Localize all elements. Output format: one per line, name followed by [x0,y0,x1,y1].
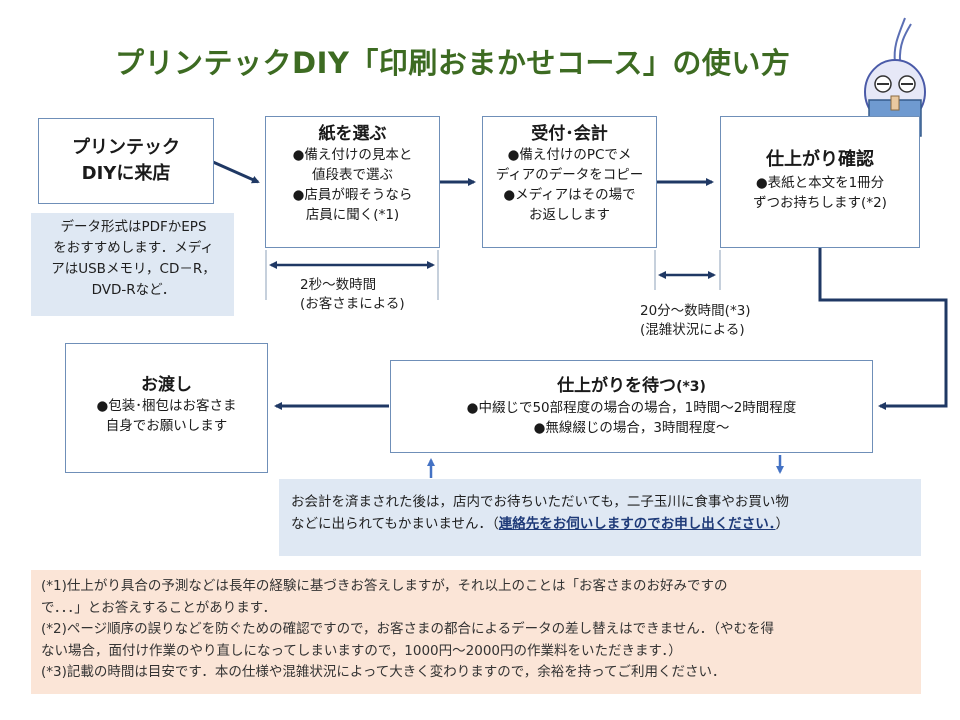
data-format-note: データ形式はPDFかEPS をおすすめします．メディ アはUSBメモリ，CD－R… [31,213,234,316]
duration-line: 20分～数時間(*3) [640,303,751,319]
note-line: データ形式はPDFかEPS [60,219,207,235]
duration-guide [265,250,721,300]
footnote-line: (*1)仕上がり具合の予測などは長年の経験に基づきお答えしますが，それ以上のこと… [41,578,728,594]
step-handover-box: お渡し ●包装･梱包はお客さま 自身でお願いします [65,343,268,473]
footnote-ref: (*3) [676,379,706,395]
step-title: 仕上がり確認 [766,149,874,170]
duration-line: (混雑状況による) [640,322,745,338]
step-title: お渡し [141,375,192,395]
page-title: プリンテックDIY「印刷おまかせコース」の使い方 [115,46,791,80]
note-line: ） [775,516,790,532]
duration-line: (お客さまによる) [300,296,405,312]
step-title: 受付･会計 [531,124,608,144]
note-arrow [427,455,784,478]
step-title: 紙を選ぶ [318,124,387,144]
paper-duration: 2秒～数時間 (お客さまによる) [300,276,440,314]
step-confirm-box: 仕上がり確認 ●表紙と本文を1冊分 ずつお持ちします(*2) [720,116,920,248]
step-line: ディアのデータをコピー [495,167,644,183]
confirm-duration: 20分～数時間(*3) (混雑状況による) [640,302,820,340]
step-line: 自身でお願いします [105,418,228,434]
step-line: ずつお持ちします(*2) [753,195,887,211]
step-line: ●表紙と本文を1冊分 [755,175,885,191]
step-line: ●備え付けのPCでメ [507,147,632,163]
note-line: お会計を済まされた後は，店内でお待ちいただいても，二子玉川に食事やお買い物 [291,494,789,510]
step-line: ●備え付けの見本と [292,147,413,163]
step-line: ●店員が暇そうなら [292,187,413,203]
note-line: をおすすめします．メディ [53,240,214,256]
note-line: アはUSBメモリ，CD－R， [51,261,216,277]
step-select-paper-box: 紙を選ぶ ●備え付けの見本と 値段表で選ぶ ●店員が暇そうなら 店員に聞く(*1… [265,116,440,248]
note-line: DVD-Rなど． [91,282,176,298]
contact-emphasis: 連絡先をお伺いしますのでお申し出ください． [498,516,776,532]
step-line: ●中綴じで50部程度の場合の場合，1時間～2時間程度 [466,400,797,416]
duration-arrow [269,261,716,279]
footnotes: (*1)仕上がり具合の予測などは長年の経験に基づきお答えしますが，それ以上のこと… [31,570,921,694]
footnote-line: (*3)記載の時間は目安です．本の仕様や混雑状況によって大きく変わりますので，余… [41,664,726,680]
step-visit-box: プリンテック DIYに来店 [38,118,214,204]
step-visit-label: プリンテック [72,137,180,158]
step-line: ●メディアはその場で [503,187,636,203]
step-line: ●包装･梱包はお客さま [96,398,237,414]
step-line: 店員に聞く(*1) [305,207,400,223]
step-line: お返しします [529,207,610,223]
step-visit-label: DIYに来店 [81,163,171,184]
wait-note: お会計を済まされた後は，店内でお待ちいただいても，二子玉川に食事やお買い物 など… [279,479,921,556]
step-wait-box: 仕上がりを待つ(*3) ●中綴じで50部程度の場合の場合，1時間～2時間程度 ●… [390,360,873,453]
step-line: 値段表で選ぶ [312,167,393,183]
step-title: 仕上がりを待つ [557,376,677,396]
duration-line: 2秒～数時間 [300,277,377,293]
step-reception-box: 受付･会計 ●備え付けのPCでメ ディアのデータをコピー ●メディアはその場で … [482,116,657,248]
step-line: ●無線綴じの場合，3時間程度～ [533,420,730,436]
footnote-line: ない場合，面付け作業のやり直しになってしまいますので，1000円～2000円の作… [41,642,682,659]
flow-arrow [212,160,948,410]
footnote-line: で．．．」とお答えすることがあります． [41,599,277,616]
note-line: などに出られてもかまいません．（ [291,516,499,532]
footnote-line: (*2)ページ順序の誤りなどを防ぐための確認ですので，お客さまの都合によるデータ… [41,621,775,637]
